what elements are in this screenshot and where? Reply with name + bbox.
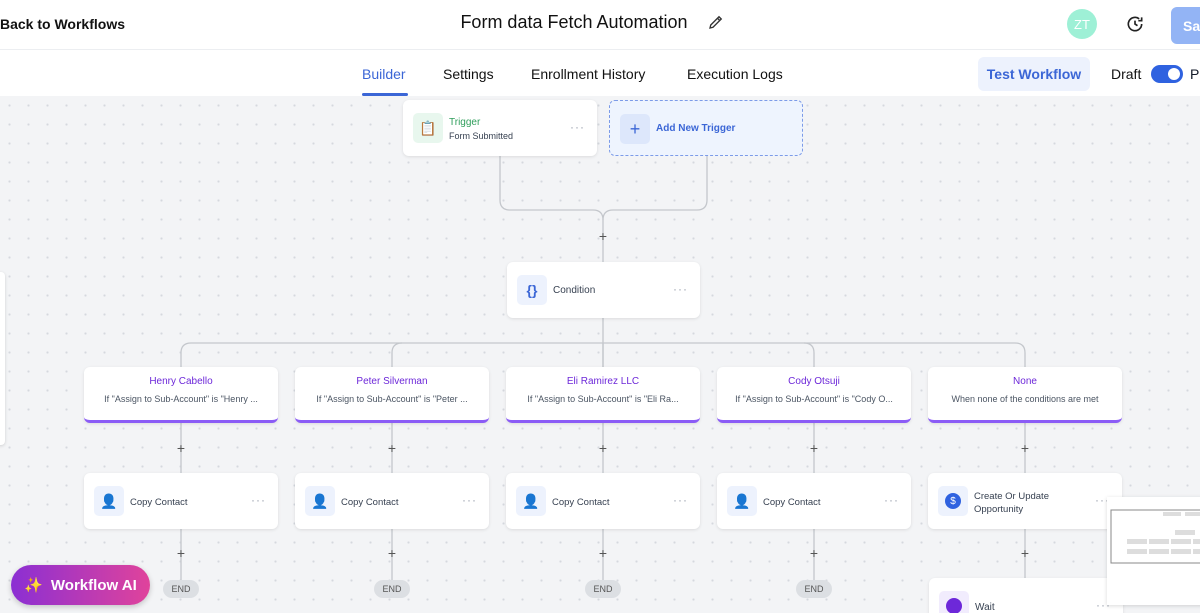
- add-trigger-label: Add New Trigger: [656, 123, 736, 134]
- more-options-icon[interactable]: ···: [673, 493, 688, 507]
- back-to-workflows-link[interactable]: Back to Workflows: [0, 16, 125, 32]
- more-options-icon[interactable]: ···: [673, 282, 688, 296]
- workflow-title: Form data Fetch Automation: [460, 12, 688, 32]
- active-tab-indicator: [362, 93, 408, 96]
- more-options-icon[interactable]: ···: [1096, 598, 1111, 612]
- add-step-plus-icon[interactable]: +: [387, 440, 397, 456]
- add-step-plus-icon[interactable]: +: [176, 545, 186, 561]
- more-options-icon[interactable]: ···: [884, 493, 899, 507]
- branch-condition: When none of the conditions are met: [951, 394, 1099, 404]
- action-node[interactable]: 👤 Copy Contact ···: [717, 473, 911, 529]
- add-step-plus-icon[interactable]: +: [387, 545, 397, 561]
- add-step-plus-icon[interactable]: +: [598, 440, 608, 456]
- sparkle-icon: ✨: [24, 577, 43, 594]
- branch-node[interactable]: Peter Silverman If "Assign to Sub-Accoun…: [295, 367, 489, 423]
- tab-settings[interactable]: Settings: [443, 66, 494, 82]
- minimap-preview: [1110, 509, 1200, 564]
- user-arrow-icon: 👤: [516, 486, 546, 516]
- add-step-plus-icon[interactable]: +: [598, 545, 608, 561]
- end-marker: END: [163, 580, 199, 598]
- action-node[interactable]: 👤 Copy Contact ···: [84, 473, 278, 529]
- trigger-subtitle: Form Submitted: [449, 131, 514, 141]
- tab-execution-logs[interactable]: Execution Logs: [687, 66, 783, 82]
- end-marker: END: [585, 580, 621, 598]
- more-options-icon[interactable]: ···: [462, 493, 477, 507]
- action-node[interactable]: $ Create Or Update Opportunity ···: [928, 473, 1122, 529]
- save-button[interactable]: Save: [1171, 7, 1200, 44]
- branch-condition: If "Assign to Sub-Account" is "Peter ...: [316, 394, 468, 404]
- wait-node[interactable]: Wait ···: [929, 578, 1123, 613]
- add-step-plus-icon[interactable]: +: [809, 440, 819, 456]
- branch-node[interactable]: Eli Ramirez LLC If "Assign to Sub-Accoun…: [506, 367, 700, 423]
- avatar[interactable]: ZT: [1067, 9, 1097, 39]
- tab-enrollment-history[interactable]: Enrollment History: [531, 66, 646, 82]
- user-arrow-icon: 👤: [305, 486, 335, 516]
- plus-icon: +: [620, 114, 650, 144]
- test-workflow-button[interactable]: Test Workflow: [978, 57, 1090, 91]
- action-label: Copy Contact: [552, 497, 610, 508]
- clipboard-icon: 📋: [413, 113, 443, 143]
- add-step-plus-icon[interactable]: +: [809, 545, 819, 561]
- action-node[interactable]: 👤 Copy Contact ···: [295, 473, 489, 529]
- draft-label: Draft: [1111, 66, 1142, 82]
- minimap[interactable]: [1107, 497, 1200, 605]
- user-arrow-icon: 👤: [94, 486, 124, 516]
- branch-condition: If "Assign to Sub-Account" is "Henry ...: [104, 394, 258, 404]
- braces-icon: {}: [517, 275, 547, 305]
- branch-name: Peter Silverman: [356, 376, 428, 387]
- branch-name: Henry Cabello: [149, 376, 213, 387]
- condition-node[interactable]: {} Condition ···: [507, 262, 700, 318]
- action-label: Copy Contact: [341, 497, 399, 508]
- add-new-trigger-button[interactable]: + Add New Trigger: [609, 100, 803, 156]
- connector-lines: [180, 156, 1026, 613]
- more-options-icon[interactable]: ···: [251, 493, 266, 507]
- branch-node[interactable]: None When none of the conditions are met: [928, 367, 1122, 423]
- end-marker: END: [796, 580, 832, 598]
- action-label: Create Or Update Opportunity: [974, 491, 1049, 515]
- tab-builder[interactable]: Builder: [362, 66, 406, 82]
- user-arrow-icon: 👤: [727, 486, 757, 516]
- branch-name: None: [1013, 376, 1037, 387]
- wait-label: Wait: [975, 602, 995, 613]
- add-step-plus-icon[interactable]: +: [1020, 545, 1030, 561]
- branch-condition: If "Assign to Sub-Account" is "Eli Ra...: [527, 394, 679, 404]
- add-step-plus-icon[interactable]: +: [1020, 440, 1030, 456]
- branch-name: Eli Ramirez LLC: [566, 376, 640, 387]
- more-options-icon[interactable]: ···: [1095, 493, 1110, 507]
- action-label: Copy Contact: [763, 497, 821, 508]
- history-icon[interactable]: [1125, 14, 1145, 34]
- action-node[interactable]: 👤 Copy Contact ···: [506, 473, 700, 529]
- branch-name: Cody Otsuji: [788, 376, 840, 387]
- condition-label: Condition: [553, 285, 596, 296]
- workflow-canvas[interactable]: 📋 Trigger Form Submitted ··· + Add New T…: [0, 96, 1200, 613]
- action-label: Copy Contact: [130, 497, 188, 508]
- publish-toggle[interactable]: [1151, 65, 1183, 83]
- dollar-icon: $: [938, 486, 968, 516]
- workflow-ai-button[interactable]: ✨ Workflow AI: [11, 565, 150, 605]
- pencil-icon[interactable]: [707, 13, 725, 31]
- branch-node[interactable]: Henry Cabello If "Assign to Sub-Account"…: [84, 367, 278, 423]
- publish-label: Publish: [1190, 66, 1200, 82]
- trigger-node[interactable]: 📋 Trigger Form Submitted ···: [403, 100, 597, 156]
- top-header: Back to Workflows Form data Fetch Automa…: [0, 0, 1200, 50]
- workflow-ai-label: Workflow AI: [50, 576, 137, 594]
- trigger-title: Trigger: [449, 117, 481, 128]
- side-panel-edge[interactable]: [0, 272, 5, 445]
- clock-icon: [939, 591, 969, 613]
- add-step-plus-icon[interactable]: +: [598, 228, 608, 244]
- branch-condition: If "Assign to Sub-Account" is "Cody O...: [735, 394, 893, 404]
- more-options-icon[interactable]: ···: [570, 120, 585, 134]
- end-marker: END: [374, 580, 410, 598]
- branch-node[interactable]: Cody Otsuji If "Assign to Sub-Account" i…: [717, 367, 911, 423]
- add-step-plus-icon[interactable]: +: [176, 440, 186, 456]
